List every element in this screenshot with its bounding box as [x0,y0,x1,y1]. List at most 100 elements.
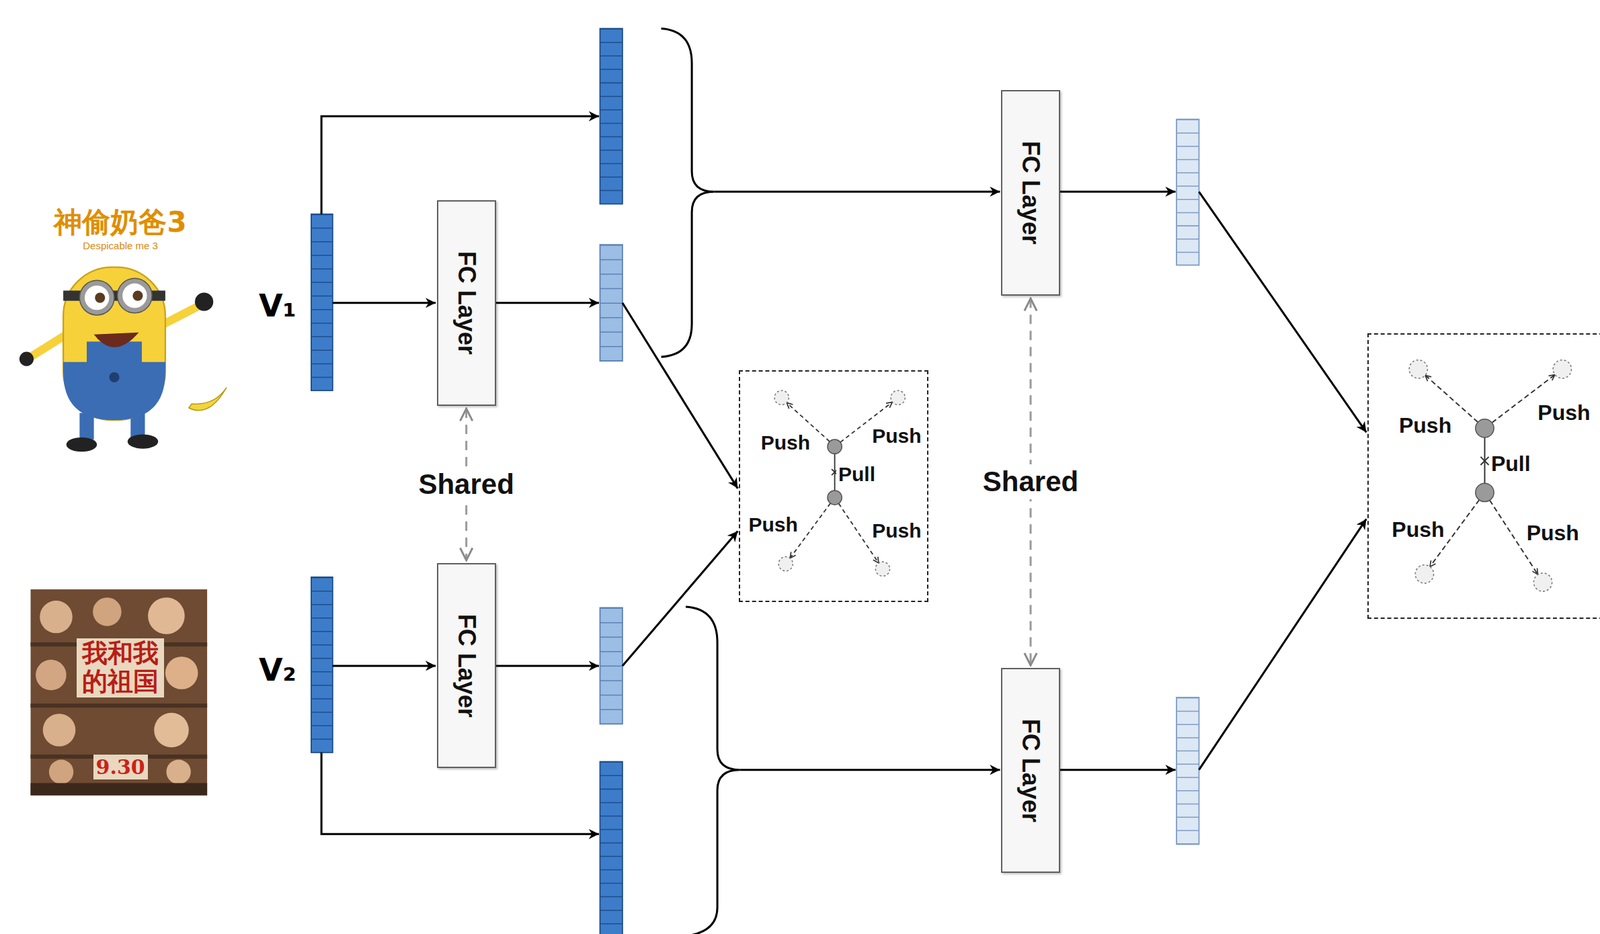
flow-arrow [1060,769,1176,772]
force-label: Push [758,431,813,456]
banana [188,387,227,411]
force-label: Pull [1489,451,1533,477]
minion-pupil [94,293,105,304]
poster-illustration [30,589,208,796]
poster-ground [30,589,208,796]
poster-illustration [15,203,230,464]
negative-point [1415,565,1434,584]
push-pull-panel: PushPushPullPushPush [1367,333,1600,620]
flow-arrow [496,664,599,667]
vector-bar [600,28,623,204]
poster-face [153,713,189,749]
minion-glove [19,352,34,367]
negative-point [1552,360,1572,379]
feature-vector [311,577,333,753]
flow-arrow [1198,191,1367,433]
poster-face [166,760,191,785]
feature-vector [600,762,623,934]
flow-arrow [496,301,599,304]
connector-label: Shared [414,467,518,503]
flow-arrow [739,769,1000,772]
output-vector [1176,119,1199,266]
output-vector [1176,697,1199,846]
flow-arrow [1060,190,1176,193]
force-label: Push [1535,400,1592,426]
force-label: Push [746,513,800,538]
poster-face [39,601,73,634]
negative-point [778,557,793,572]
poster-face [147,597,185,635]
minion-eye [84,285,109,310]
poster-face [165,656,199,690]
vector-bar [600,607,623,725]
push-pull-panel: PushPushPullPushPush [738,370,929,603]
force-label: Push [869,519,924,544]
flow-arrow [332,664,436,667]
anchor-point [827,490,842,505]
vector-bar [311,214,333,392]
flow-arrow [622,531,739,667]
minion-glove [194,293,214,312]
vector-bar [1176,697,1199,846]
vector-cells [1176,697,1199,846]
poster-title: 神偷奶爸3 [53,207,187,238]
negative-point [890,390,905,405]
flow-arrows [321,28,1367,934]
minion-logo [108,372,119,383]
minion-goggle [117,278,153,314]
vector-cells [599,28,622,204]
minion-body [63,267,166,421]
fc-layer-box: FC Layer [1001,668,1061,874]
vector-cells [599,607,622,725]
minion-arm [30,336,64,357]
force-label: Push [1389,517,1447,543]
poster-subtitle: Despicable me 3 [82,240,158,253]
fc-layer-box: FC Layer [436,563,497,769]
poster-face [43,713,76,747]
layer-name: FC Layer [452,251,480,355]
vector-bar [1176,119,1199,266]
vector-cells [311,577,333,753]
vector-bar [311,577,333,753]
vector-cells [599,244,622,362]
minion-overalls [63,362,166,421]
pull-mark [1480,457,1489,466]
poster-face [49,760,74,785]
embedding-vector [600,244,623,362]
concat-brace [661,28,715,357]
vector-label: V₂ [258,653,297,688]
push-pull-sketch [1409,360,1572,592]
minion-arm [163,305,199,325]
concat-brace [685,607,740,934]
layer-name: FC Layer [452,614,480,718]
force-label: Push [869,424,924,449]
vector-cells [1176,119,1199,266]
vector-cells [311,214,333,392]
poster-divider [30,703,208,708]
layer-name: FC Layer [1016,719,1045,823]
feature-vector [600,28,623,204]
poster-date: 9.30 [93,754,148,780]
negative-point [1533,573,1552,592]
anchor-point [1475,419,1494,438]
flow-arrow [332,301,436,304]
push-pull-sketch [774,390,905,577]
poster-face [92,597,122,626]
connector-label: Shared [978,464,1083,500]
fc-layer-box: FC Layer [1001,90,1061,297]
minion-goggle [79,280,115,316]
flow-arrow [622,303,739,489]
fc-layer-box: FC Layer [436,200,497,407]
anchor-point [1475,483,1494,502]
layer-name: FC Layer [1016,141,1045,245]
feature-vector [311,214,333,392]
minion-pupil [132,290,143,301]
poster-title: 我和我的祖国 [76,638,165,698]
minion-shoe [66,437,98,452]
poster-ground [15,203,230,464]
force-label: Pull [836,463,878,487]
negative-point [875,562,890,577]
